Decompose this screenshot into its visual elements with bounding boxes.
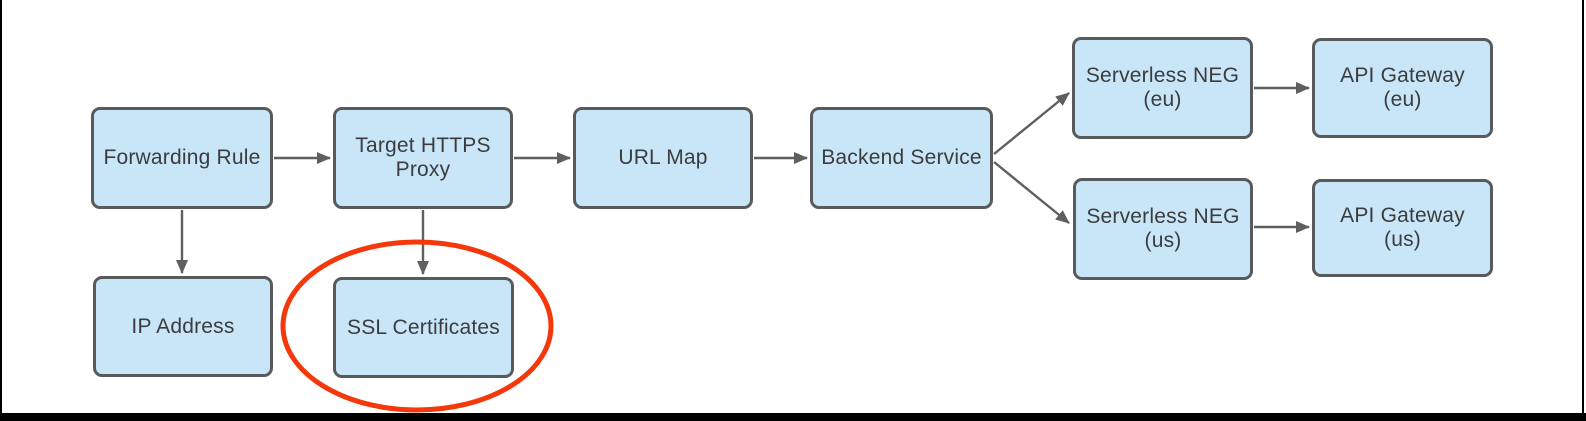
edge-backend-service-to-serverless-neg-us: [993, 161, 1070, 224]
node-api-gateway-us: API Gateway(us): [1312, 179, 1493, 277]
window-right-edge: [1582, 0, 1584, 421]
node-label: IP Address: [131, 314, 235, 338]
node-ip-address: IP Address: [93, 276, 273, 377]
node-serverless-neg-eu: Serverless NEG(eu): [1072, 37, 1253, 139]
node-backend-service: Backend Service: [810, 107, 993, 209]
edge-backend-service-to-serverless-neg-eu: [993, 92, 1070, 155]
node-ssl-certificates: SSL Certificates: [333, 277, 514, 378]
node-forwarding-rule: Forwarding Rule: [91, 107, 273, 209]
node-api-gateway-eu: API Gateway(eu): [1312, 38, 1493, 138]
node-label: Serverless NEG(eu): [1085, 64, 1240, 111]
node-label: Forwarding Rule: [103, 146, 261, 169]
window-bottom-bar: [0, 413, 1586, 421]
node-label: Backend Service: [821, 146, 982, 169]
node-serverless-neg-us: Serverless NEG(us): [1073, 178, 1253, 280]
node-url-map: URL Map: [573, 107, 753, 209]
node-label: API Gateway(us): [1340, 204, 1465, 251]
window-left-edge: [0, 0, 2, 421]
node-label: API Gateway(eu): [1340, 64, 1465, 111]
node-label: SSL Certificates: [347, 315, 500, 339]
node-label: URL Map: [618, 146, 708, 169]
node-label: Serverless NEG(us): [1086, 205, 1240, 252]
